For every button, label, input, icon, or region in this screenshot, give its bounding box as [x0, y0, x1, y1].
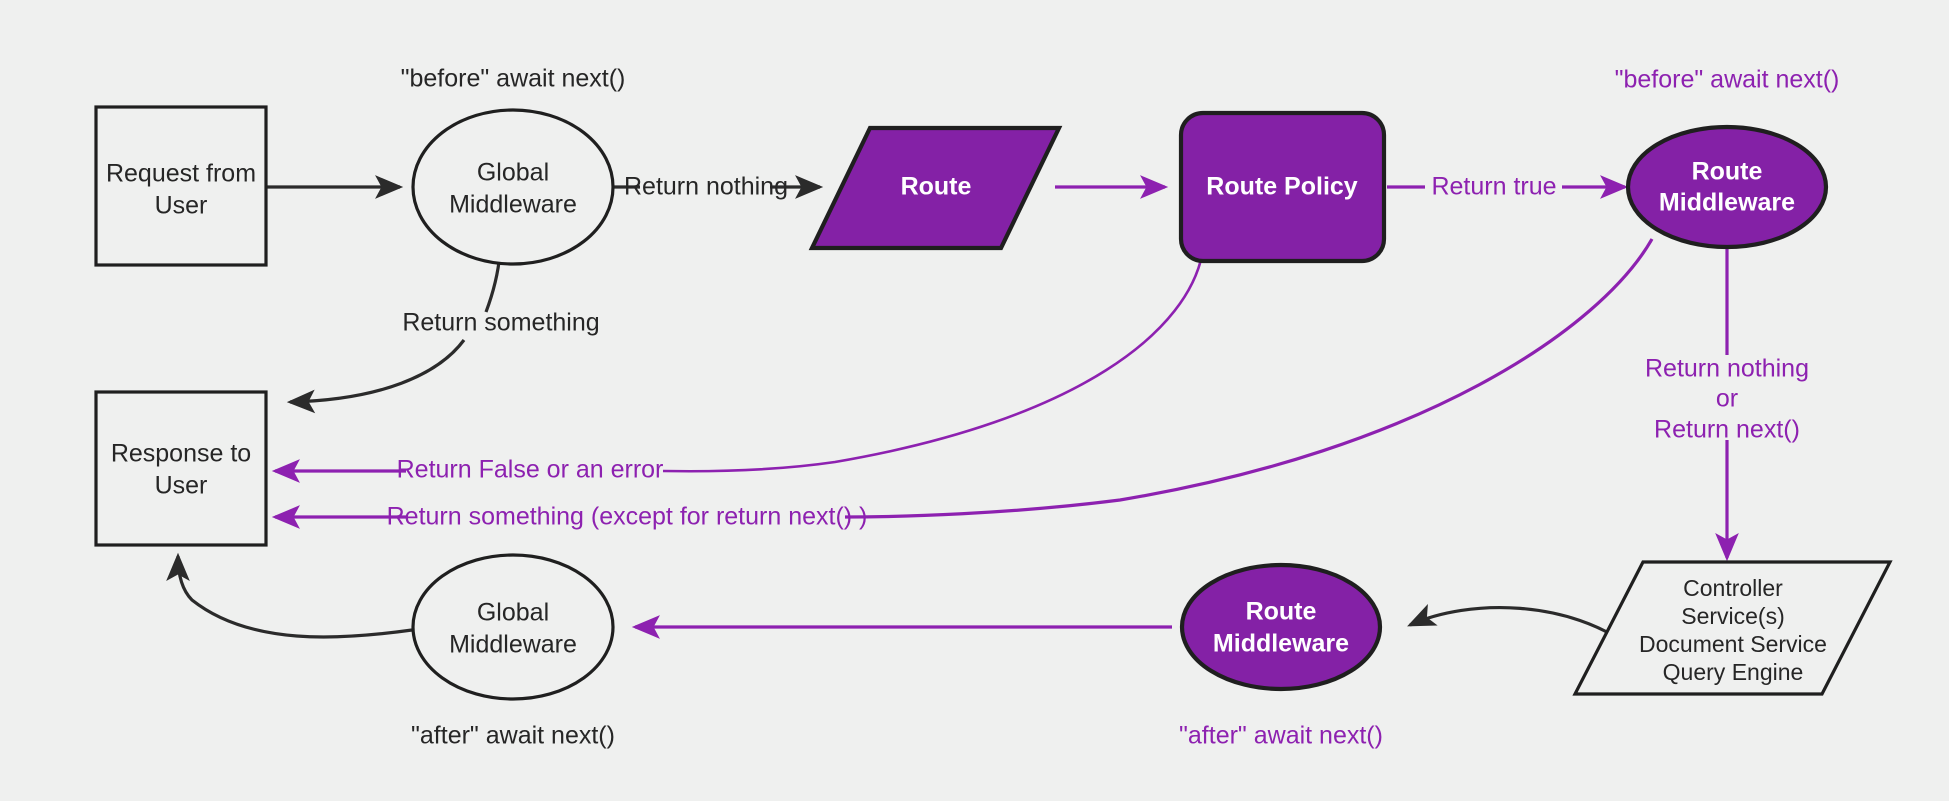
request-label-line2: User	[155, 192, 208, 220]
node-route-middleware-bottom[interactable]: Route Middleware	[1179, 562, 1383, 692]
request-label-line1: Request from	[106, 160, 256, 188]
request-box-shape	[94, 105, 268, 267]
route-policy-shape	[1178, 110, 1387, 264]
edge-label-return-something-top: Return something	[402, 309, 599, 337]
route-middleware-bottom-label-line2: Middleware	[1213, 630, 1349, 658]
edge-controller-to-route-middleware-bottom	[1407, 603, 1633, 650]
response-label-line1: Response to	[111, 440, 251, 468]
note-after-global-middleware: "after" await next()	[411, 722, 615, 750]
edge-global-middleware-return-something-lower	[286, 339, 466, 414]
node-controller-services[interactable]: Controller Service(s) Document Service Q…	[1572, 560, 1893, 696]
global-middleware-bottom-label-line1: Global	[477, 599, 549, 627]
route-middleware-top-label-line2: Middleware	[1659, 189, 1795, 217]
edge-label-return-false-or-error: Return False or an error	[397, 456, 664, 484]
response-label-line2: User	[155, 472, 208, 500]
node-response-to-user[interactable]: Response to User	[94, 390, 268, 547]
edge-route-middleware-return-something-curve	[844, 238, 1654, 519]
edge-label-return-nothing: Return nothing	[624, 173, 788, 201]
edge-label-return-nothing-or-next-line1: Return nothing	[1645, 355, 1809, 383]
global-middleware-top-label-line1: Global	[477, 159, 549, 187]
route-policy-label: Route Policy	[1206, 173, 1358, 201]
edge-label-return-nothing-or-next-line3: Return next()	[1654, 416, 1800, 444]
note-after-route-middleware: "after" await next()	[1179, 722, 1383, 750]
route-middleware-bottom-label-line1: Route	[1246, 598, 1317, 626]
global-middleware-bottom-label-line2: Middleware	[449, 631, 577, 659]
node-request-from-user[interactable]: Request from User	[94, 105, 268, 267]
edge-label-return-something-except: Return something (except for return next…	[387, 503, 868, 531]
note-before-global-middleware: "before" await next()	[401, 65, 626, 93]
global-middleware-top-label-line2: Middleware	[449, 191, 577, 219]
response-box-shape	[94, 390, 268, 547]
controller-label-line2: Service(s)	[1681, 603, 1785, 629]
global-middleware-top-shape	[411, 108, 615, 266]
edge-route-policy-return-false-curve	[662, 249, 1205, 473]
note-before-route-middleware: "before" await next()	[1615, 66, 1840, 94]
route-shape	[808, 125, 1063, 251]
edge-global-middleware-bottom-to-response	[166, 552, 413, 639]
route-middleware-top-label-line1: Route	[1692, 158, 1763, 186]
node-global-middleware-top[interactable]: Global Middleware	[411, 108, 615, 266]
controller-label-line4: Query Engine	[1663, 659, 1804, 685]
route-middleware-bottom-shape	[1179, 562, 1383, 692]
controller-label-line3: Document Service	[1639, 631, 1827, 657]
global-middleware-bottom-shape	[411, 553, 615, 701]
node-route-middleware-top[interactable]: Route Middleware	[1625, 124, 1829, 250]
edge-label-return-nothing-or-next-line2: or	[1716, 385, 1738, 413]
route-label: Route	[901, 173, 972, 201]
node-route[interactable]: Route	[808, 125, 1063, 251]
edge-label-return-true: Return true	[1431, 173, 1556, 201]
node-route-policy[interactable]: Route Policy	[1178, 110, 1387, 264]
node-global-middleware-bottom[interactable]: Global Middleware	[411, 553, 615, 701]
controller-shape	[1572, 560, 1893, 696]
controller-label-line1: Controller	[1683, 575, 1783, 601]
route-middleware-top-shape	[1625, 124, 1829, 250]
